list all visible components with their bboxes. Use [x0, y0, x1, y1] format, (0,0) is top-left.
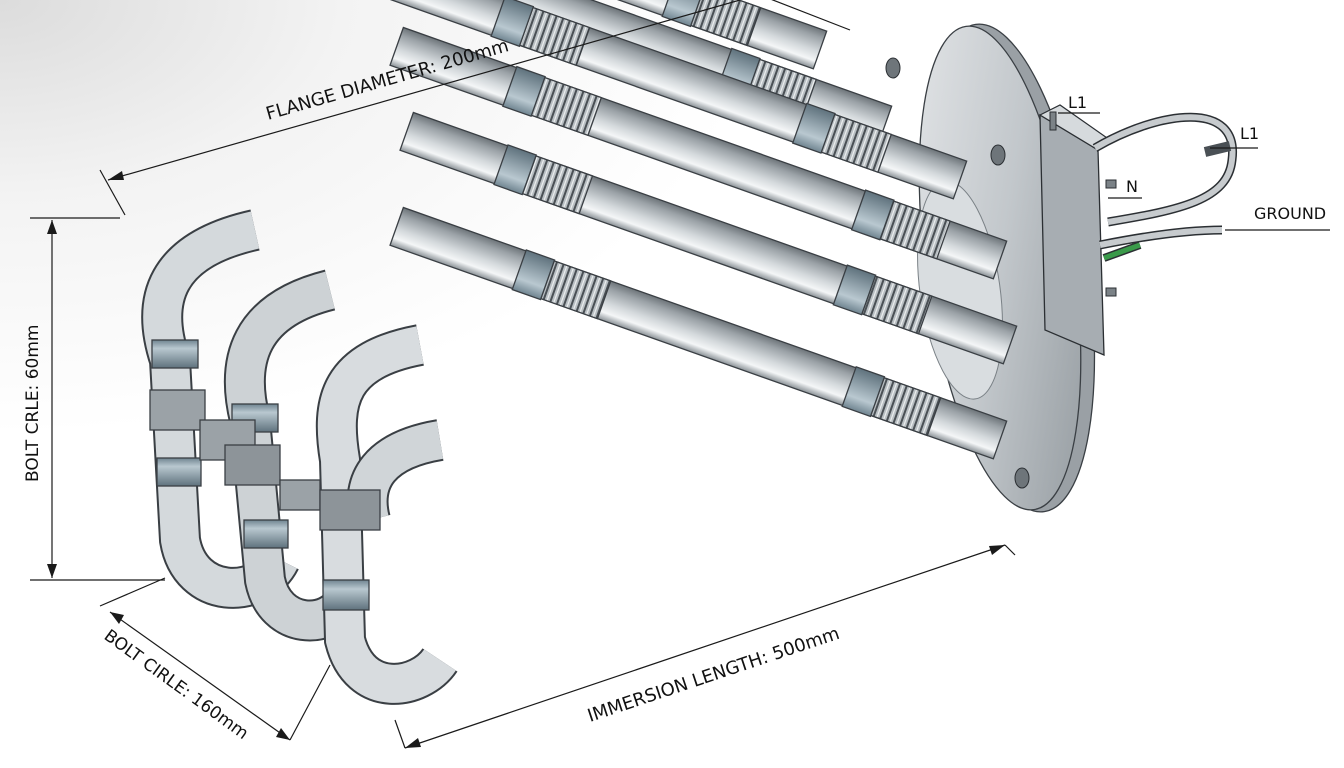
heating-element-6 [389, 206, 1008, 460]
heating-element-1 [246, 0, 828, 70]
terminal-l1-right-label: L1 [1240, 124, 1259, 143]
terminal-leader-lines [1058, 112, 1330, 231]
bend-bands [151, 339, 370, 611]
immersion-length-label: IMMERSION LENGTH: 500mm [585, 623, 842, 727]
dimension-flange-diameter [99, 0, 851, 216]
terminal-n-label: N [1126, 177, 1138, 196]
heating-element-4 [389, 26, 1008, 280]
terminal-l1-upper-label: L1 [1068, 93, 1087, 112]
dimension-immersion-length [394, 544, 1016, 749]
dimension-bolt-circle-diagonal [99, 577, 331, 741]
bolt-circle-diagonal-label: BOLT CIRLE: 160mm [100, 626, 252, 744]
heating-element-3 [368, 0, 968, 200]
terminal-wires [1092, 112, 1237, 262]
heating-element-5 [399, 111, 1018, 365]
bolt-circle-vertical-label: BOLT CRLE: 60mm [23, 325, 43, 482]
connector-nuts [149, 389, 381, 531]
dimension-bolt-circle-vertical [30, 217, 165, 581]
terminal-box [1038, 104, 1117, 356]
terminal-ground-label: GROUND [1254, 204, 1326, 223]
